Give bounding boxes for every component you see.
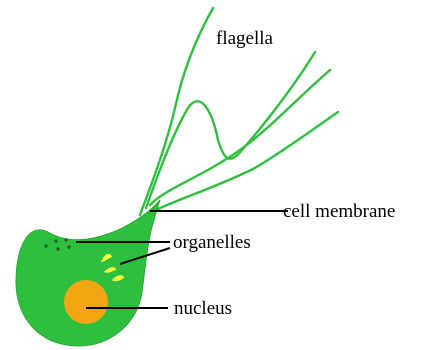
flagellum-2 [146, 52, 315, 208]
flagellum-4 [152, 112, 338, 212]
label-cell-membrane: cell membrane [283, 202, 395, 221]
label-organelles: organelles [173, 233, 251, 252]
cell-body [16, 200, 160, 346]
flagellum-1 [140, 8, 213, 215]
nucleus-shape [64, 280, 108, 324]
label-nucleus: nucleus [174, 299, 232, 318]
label-flagella: flagella [216, 29, 273, 48]
